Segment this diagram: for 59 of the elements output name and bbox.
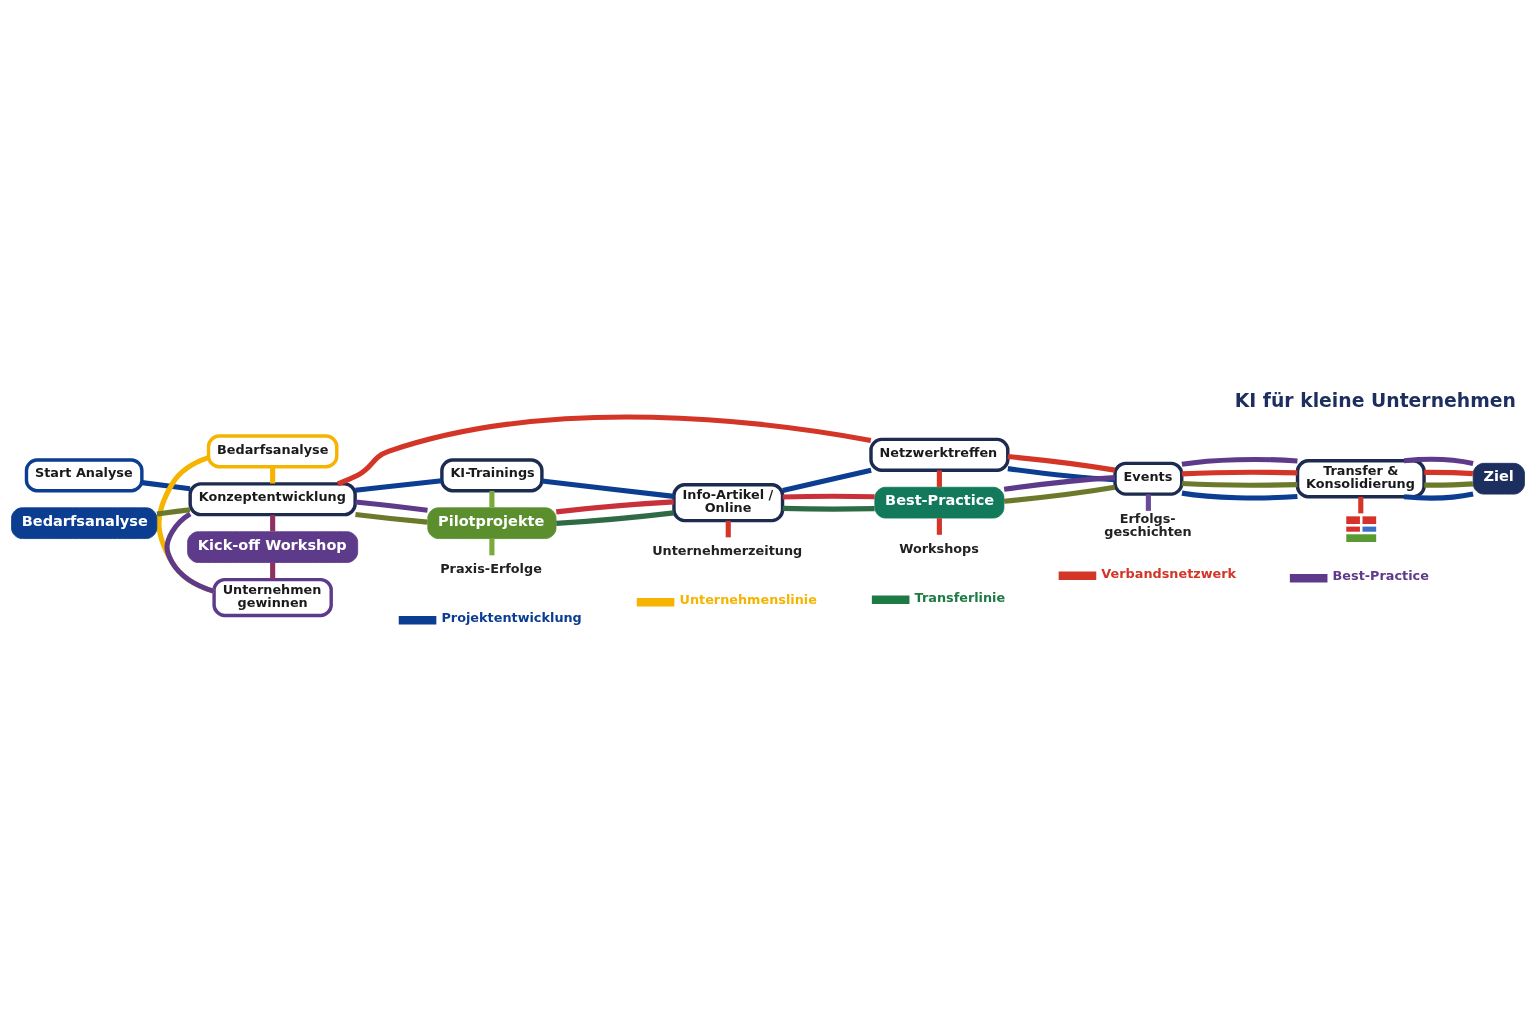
connector xyxy=(725,520,731,537)
legend-label: Transferlinie xyxy=(914,589,1006,605)
connector xyxy=(355,477,442,493)
connector xyxy=(1358,496,1364,513)
connector xyxy=(1181,469,1298,476)
connector xyxy=(1145,493,1151,511)
connector xyxy=(270,562,276,579)
node-box: Unternehmen gewinnen xyxy=(212,577,333,617)
node-box: KI-Trainings xyxy=(440,457,544,492)
node-box: Start Analyse xyxy=(24,457,144,492)
connector xyxy=(489,490,495,507)
connector xyxy=(1424,480,1474,488)
legend-label: Verbandsnetzwerk xyxy=(1101,565,1237,581)
diagram-title: KI für kleine Unternehmen xyxy=(1234,389,1516,411)
node-box: Events xyxy=(1113,461,1184,496)
connector xyxy=(1007,465,1116,482)
node-text: Erfolgs- geschichten xyxy=(1104,510,1192,539)
node-box: Bedarfsanalyse xyxy=(206,433,339,468)
connector xyxy=(936,469,942,487)
node-box: Konzeptentwicklung xyxy=(188,481,357,516)
legend-label: Projektentwicklung xyxy=(441,609,582,625)
node-box: Kick-off Workshop xyxy=(187,530,359,563)
connector xyxy=(782,505,875,512)
node-box: Bedarfsanalyse xyxy=(11,506,158,539)
connector xyxy=(164,511,215,594)
connector xyxy=(1403,490,1474,500)
node-box: Info-Artikel / Online xyxy=(672,482,785,522)
connector xyxy=(936,517,942,535)
node-box: Netzwerktreffen xyxy=(869,437,1010,472)
connector xyxy=(355,511,428,525)
connector xyxy=(270,466,276,484)
node-box: Ziel xyxy=(1472,462,1525,495)
node-box: Pilotprojekte xyxy=(427,506,557,539)
connector xyxy=(1003,474,1115,492)
connector xyxy=(336,414,872,486)
connector xyxy=(782,493,875,500)
connector xyxy=(270,514,276,531)
node-text: Praxis-Erfolge xyxy=(440,560,542,576)
connector xyxy=(1181,490,1298,500)
connector xyxy=(489,538,495,555)
node-text: Unternehmerzeitung xyxy=(652,542,803,558)
connector xyxy=(1403,456,1474,466)
node-text: Workshops xyxy=(899,540,979,556)
connector xyxy=(1181,456,1298,467)
node-box: Best-Practice xyxy=(874,486,1005,518)
connector xyxy=(541,478,675,499)
connector xyxy=(782,467,872,493)
legend-label: Unternehmenslinie xyxy=(679,591,817,607)
connector xyxy=(1181,480,1298,488)
node-box: Transfer & Konsolidierung xyxy=(1295,458,1426,498)
connector xyxy=(556,509,675,526)
connector xyxy=(141,479,191,491)
connector xyxy=(156,506,191,516)
connector xyxy=(555,498,674,514)
connector xyxy=(1003,484,1116,504)
connector xyxy=(1424,469,1474,476)
connector xyxy=(355,498,428,513)
legend-label: Best-Practice xyxy=(1332,567,1429,583)
connector xyxy=(1007,453,1116,473)
